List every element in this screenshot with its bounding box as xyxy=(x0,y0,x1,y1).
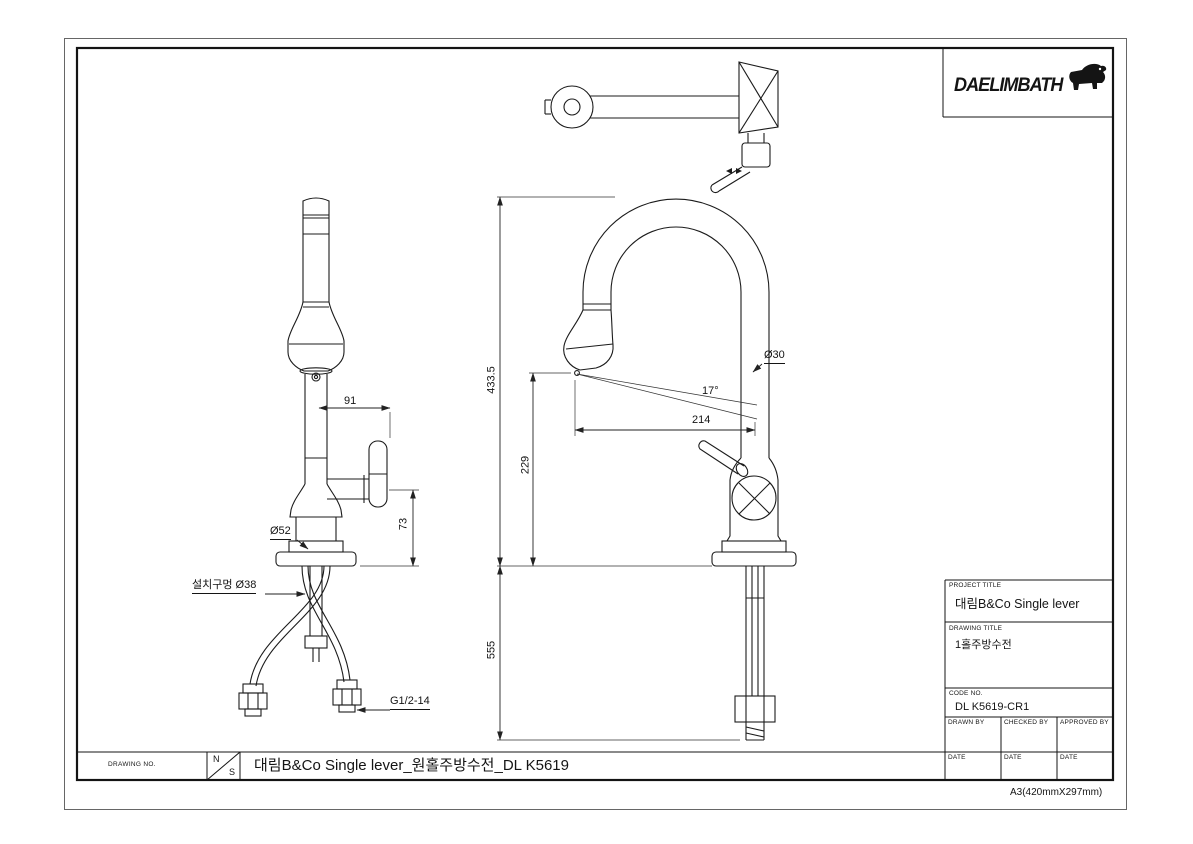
logo-brand-text: DAELIMBATH xyxy=(954,75,1063,96)
dim-555-label: 555 xyxy=(485,640,498,660)
dim-229-label: 229 xyxy=(519,455,532,475)
title-block-lines xyxy=(77,48,1113,781)
scale-n-label: N xyxy=(213,754,220,764)
project-title-value: 대림B&Co Single lever xyxy=(955,597,1080,611)
top-view xyxy=(544,61,779,194)
code-no-value: DL K5619-CR1 xyxy=(955,701,1030,713)
approved-by-label: APPROVED BY xyxy=(1060,719,1109,726)
dim-73-label: 73 xyxy=(397,517,410,531)
project-title-label: PROJECT TITLE xyxy=(949,582,1002,589)
dim-433-5-label: 433.5 xyxy=(485,366,498,394)
sheet-inner-border xyxy=(75,46,1115,782)
drawing-title-label: DRAWING TITLE xyxy=(949,625,1003,632)
leader-lines xyxy=(265,363,763,713)
dim-214-label: 214 xyxy=(692,414,711,426)
dim-angle-17-label: 17° xyxy=(702,385,719,397)
drawn-by-label: DRAWN BY xyxy=(948,719,985,726)
dimension-lines xyxy=(318,196,756,741)
dim-91-label: 91 xyxy=(344,395,357,407)
drawing-title-value: 1홀주방수전 xyxy=(955,639,1012,651)
sheet-title: 대림B&Co Single lever_원홀주방수전_DL K5619 xyxy=(254,757,569,774)
front-view xyxy=(238,197,388,717)
date-label-drawn: DATE xyxy=(948,754,966,761)
dim-dia52-label: Ø52 xyxy=(270,526,291,540)
sheet-size-label: A3(420mmX297mm) xyxy=(1010,787,1103,798)
sheet-outer-border xyxy=(64,38,1127,810)
code-no-label: CODE NO. xyxy=(949,690,983,697)
date-label-checked: DATE xyxy=(1004,754,1022,761)
scale-s-label: S xyxy=(229,767,236,777)
dim-thread-label: G1/2-14 xyxy=(390,696,430,710)
date-label-approved: DATE xyxy=(1060,754,1078,761)
side-view xyxy=(563,198,797,741)
polar-bear-icon xyxy=(1069,63,1107,90)
checked-by-label: CHECKED BY xyxy=(1004,719,1049,726)
dim-dia30-label: Ø30 xyxy=(764,350,785,364)
dim-install-hole-label: 설치구멍 Ø38 xyxy=(192,580,257,594)
extension-lines xyxy=(360,196,758,741)
drawing-no-label: DRAWING NO. xyxy=(108,761,156,768)
